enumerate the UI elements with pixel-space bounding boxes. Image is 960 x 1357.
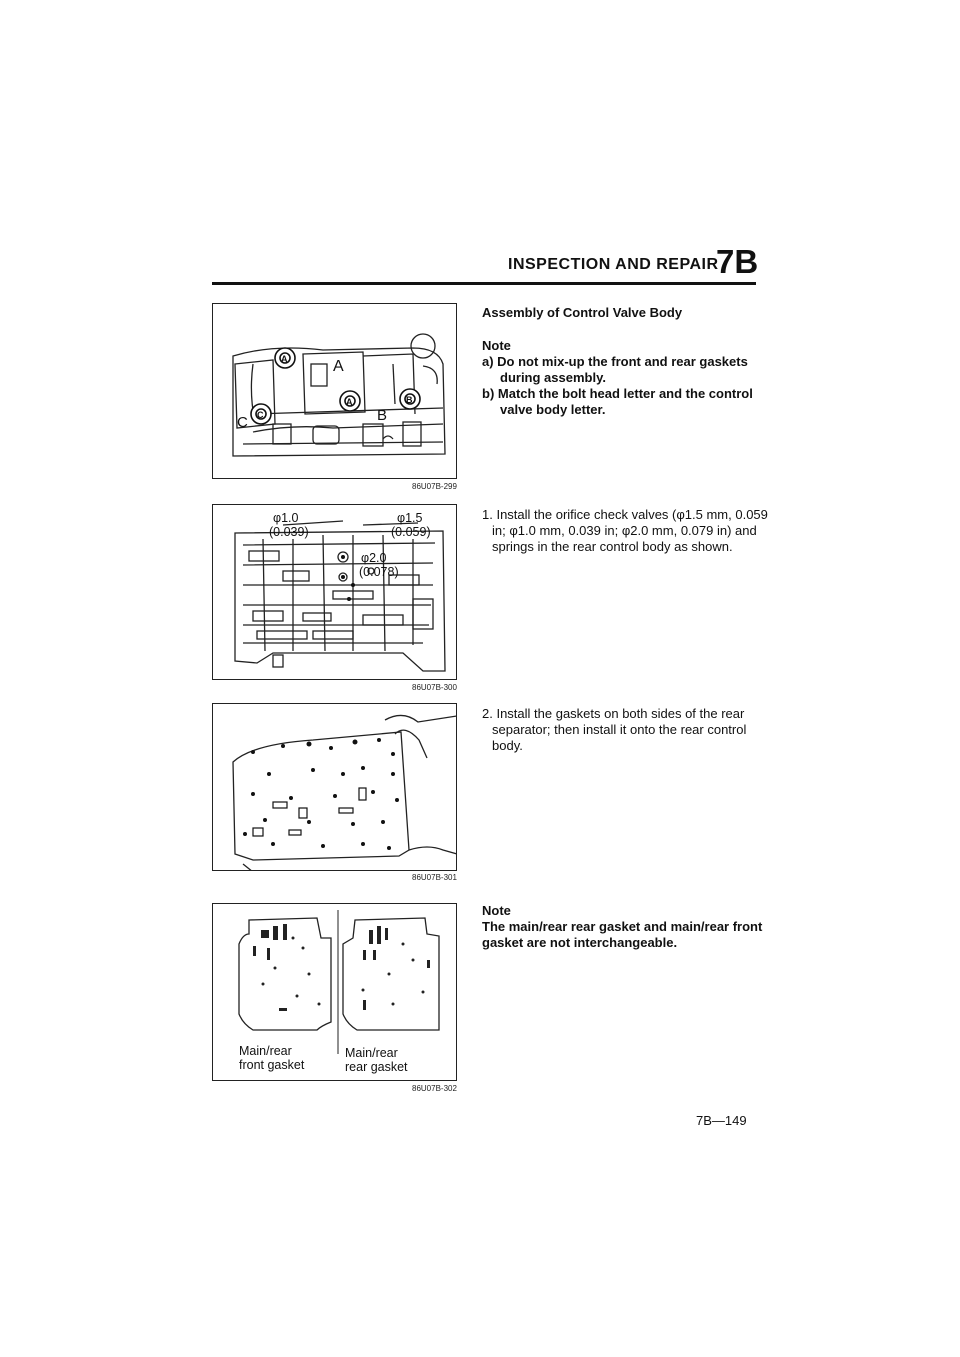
- note2-title: Note: [482, 903, 511, 918]
- section-heading: Assembly of Control Valve Body: [482, 305, 683, 320]
- figure-caption-299: 86U07B-299: [412, 482, 457, 491]
- separator-gasket-install-illustration: [232, 714, 456, 870]
- note2-body: The main/rear rear gasket and main/rear …: [482, 919, 763, 950]
- figure-caption-301: 86U07B-301: [412, 873, 457, 882]
- section-number: 7B: [716, 243, 759, 280]
- header-rule: [212, 282, 756, 285]
- orifice-label-1-5: φ1.5: [397, 511, 423, 525]
- orifice-label-1-0-in: (0.039): [269, 525, 309, 539]
- valve-body-bolts-illustration: [232, 333, 446, 457]
- figure-299: A A A B B C C: [212, 303, 457, 479]
- page-number: 7B—149: [696, 1113, 747, 1128]
- bolt-label-c: C: [257, 410, 264, 420]
- figure-301: [212, 703, 457, 871]
- step-2: 2. Install the gaskets on both sides of …: [482, 706, 747, 753]
- gasket-label-rear: Main/rear rear gasket: [345, 1046, 408, 1074]
- body-label-a: A: [333, 358, 344, 375]
- body-label-b: B: [377, 407, 388, 424]
- bolt-label-a-top: A: [281, 354, 288, 364]
- gaskets-comparison-illustration: [238, 910, 440, 1054]
- note1-item-b: b) Match the bolt head letter and the co…: [482, 386, 753, 417]
- rear-control-body-illustration: [234, 520, 446, 672]
- gasket-label-front: Main/rear front gasket: [239, 1044, 305, 1072]
- note1-title: Note: [482, 338, 511, 353]
- header-title: INSPECTION AND REPAIR: [508, 256, 719, 273]
- orifice-label-2-0-in: (0.078): [359, 565, 399, 579]
- figure-300: φ1.0 (0.039) φ1.5 (0.059) φ2.0 (0.078): [212, 504, 457, 680]
- note1-item-a: a) Do not mix-up the front and rear gask…: [482, 354, 748, 385]
- bolt-label-a-mid: A: [346, 397, 353, 407]
- figure-302: Main/rear front gasket Main/rear rear ga…: [212, 903, 457, 1081]
- body-label-c: C: [237, 414, 248, 431]
- step-1: 1. Install the orifice check valves (φ1.…: [482, 507, 768, 554]
- bolt-label-b: B: [406, 395, 413, 405]
- figure-caption-300: 86U07B-300: [412, 683, 457, 692]
- orifice-label-2-0: φ2.0: [361, 551, 387, 565]
- figure-caption-302: 86U07B-302: [412, 1084, 457, 1093]
- orifice-label-1-0: φ1.0: [273, 511, 299, 525]
- orifice-label-1-5-in: (0.059): [391, 525, 431, 539]
